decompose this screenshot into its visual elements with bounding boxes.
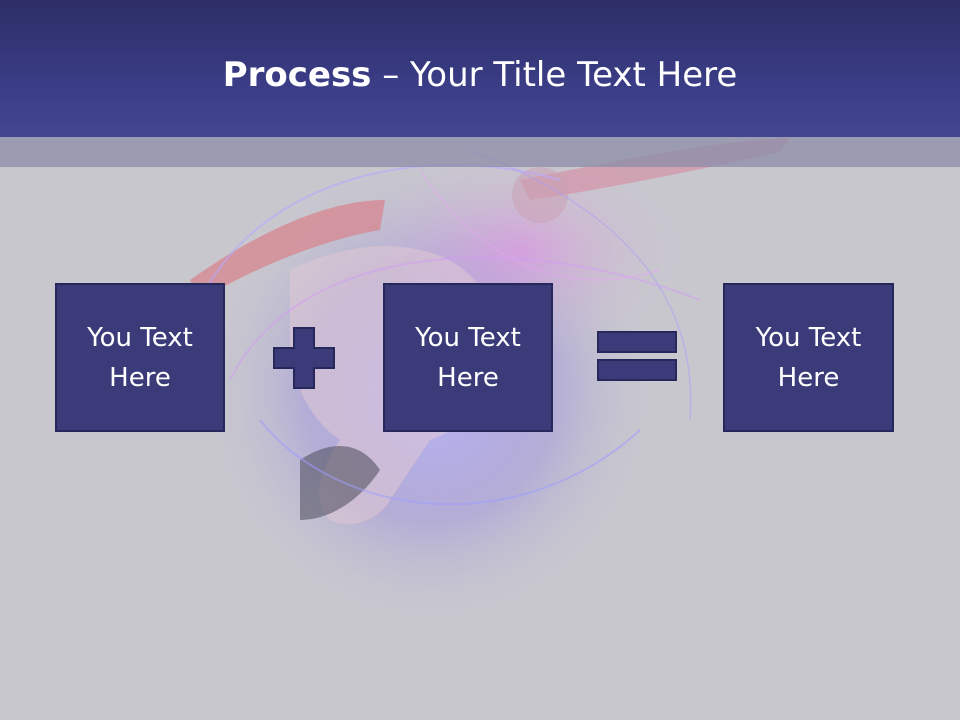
process-box-2-label: You Text Here xyxy=(415,322,521,393)
title-band xyxy=(0,0,960,137)
title-subband xyxy=(0,137,960,167)
process-box-2: You Text Here xyxy=(383,283,553,432)
plus-icon xyxy=(273,327,335,389)
process-box-3: You Text Here xyxy=(723,283,894,432)
process-box-1: You Text Here xyxy=(55,283,225,432)
title-rest: – Your Title Text Here xyxy=(371,55,738,95)
process-box-1-label: You Text Here xyxy=(87,322,193,393)
title-bold: Process xyxy=(222,55,372,95)
process-box-3-label: You Text Here xyxy=(755,322,862,393)
slide-title: Process – Your Title Text Here xyxy=(0,52,960,98)
equals-icon xyxy=(597,331,677,381)
